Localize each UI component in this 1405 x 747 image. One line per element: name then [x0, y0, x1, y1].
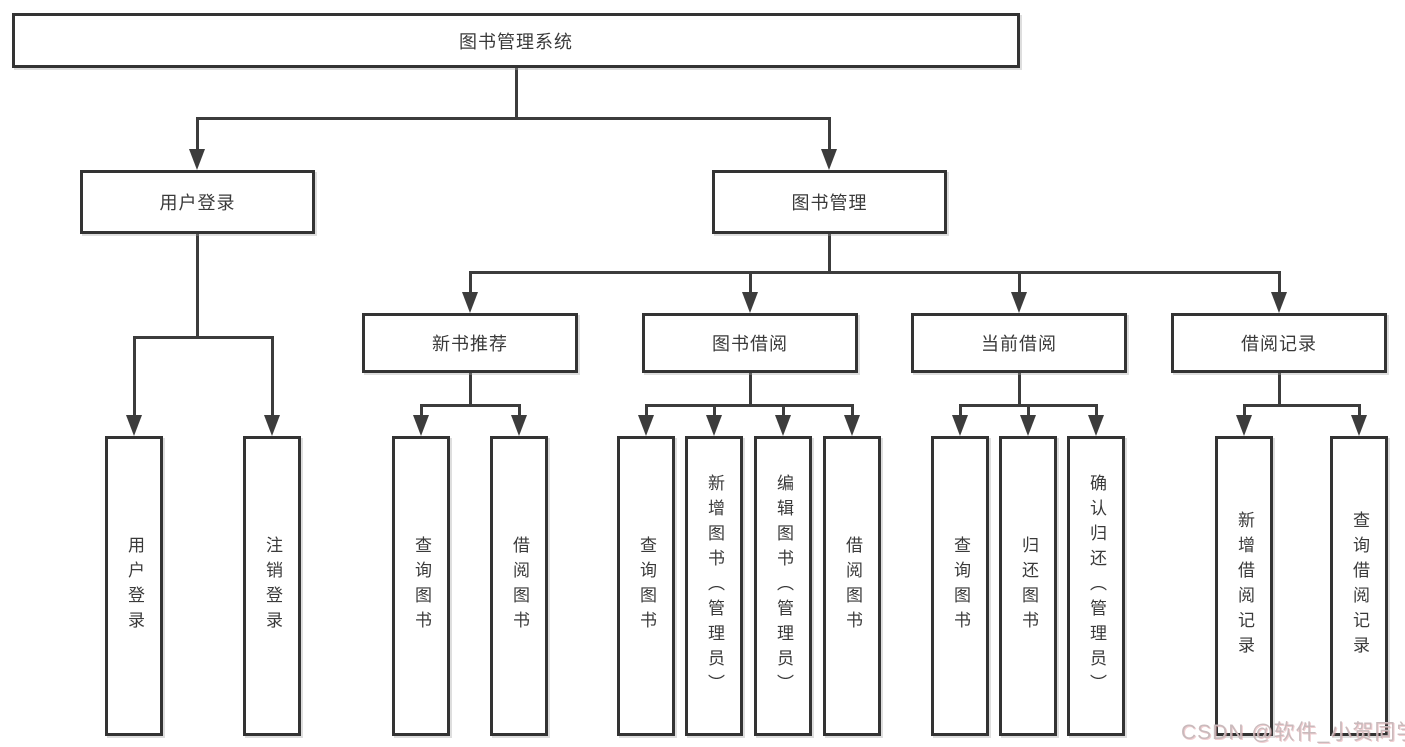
node-book-management: 图书管理 [712, 170, 947, 234]
node-borrowing-records: 借阅记录 [1171, 313, 1387, 373]
node-current-borrowing: 当前借阅 [911, 313, 1127, 373]
arrowhead-icon [1271, 292, 1287, 313]
node-borrow-books-leaf: 借阅图书 [823, 436, 881, 736]
connector-drop-leaf [133, 336, 136, 416]
arrowhead-icon [462, 292, 478, 313]
connector-book-management-split [469, 271, 1280, 274]
connector-drop-leaf [645, 404, 648, 416]
arrowhead-icon [706, 415, 722, 436]
node-new-book-recommendation: 新书推荐 [362, 313, 578, 373]
node-user-login-leaf: 用户登录 [105, 436, 163, 736]
arrowhead-icon [844, 415, 860, 436]
connector-drop-leaf [959, 404, 962, 416]
arrowhead-icon [638, 415, 654, 436]
node-logout-login: 注销登录 [243, 436, 301, 736]
connector-drop-leaf [713, 404, 716, 416]
node-edit-books-admin: 编辑图书（管理员） [754, 436, 812, 736]
arrowhead-icon [742, 292, 758, 313]
arrowhead-icon [264, 415, 280, 436]
connector-stem [1278, 373, 1281, 406]
connector-stem [749, 373, 752, 406]
arrowhead-icon [1088, 415, 1104, 436]
connector-drop-leaf [851, 404, 854, 416]
arrowhead-icon [189, 149, 205, 170]
connector-drop-leaf [782, 404, 785, 416]
connector-drop-l2 [469, 271, 472, 293]
arrowhead-icon [126, 415, 142, 436]
node-query-books-recommend: 查询图书 [392, 436, 450, 736]
arrowhead-icon [1236, 415, 1252, 436]
connector-book-management-stem [828, 234, 831, 274]
node-query-books-borrowing: 查询图书 [617, 436, 675, 736]
node-book-borrowing: 图书借阅 [642, 313, 858, 373]
connector-user-login-split [133, 336, 273, 339]
node-user-login: 用户登录 [80, 170, 315, 234]
connector-stem [1018, 373, 1021, 406]
csdn-watermark: CSDN @软件_小贺同学 [1181, 721, 1405, 744]
connector-drop-l2 [1278, 271, 1281, 293]
connector-root-split [196, 117, 831, 120]
connector-stem [469, 373, 472, 406]
node-query-books-current: 查询图书 [931, 436, 989, 736]
arrowhead-icon [1011, 292, 1027, 313]
connector-drop-leaf [420, 404, 423, 416]
connector-drop-leaf [271, 336, 274, 416]
connector-drop-leaf [1243, 404, 1246, 416]
node-library-management-system: 图书管理系统 [12, 13, 1020, 68]
connector-user-login-stem [196, 234, 199, 338]
arrowhead-icon [413, 415, 429, 436]
node-borrow-books-recommend: 借阅图书 [490, 436, 548, 736]
arrowhead-icon [511, 415, 527, 436]
connector-drop-leaf [1358, 404, 1361, 416]
arrowhead-icon [952, 415, 968, 436]
connector-root-stem [515, 68, 518, 119]
node-query-borrow-record: 查询借阅记录 [1330, 436, 1388, 736]
node-return-books: 归还图书 [999, 436, 1057, 736]
connector-drop-book-management [828, 117, 831, 151]
connector-split [645, 404, 853, 407]
connector-split [420, 404, 520, 407]
arrowhead-icon [775, 415, 791, 436]
arrowhead-icon [1351, 415, 1367, 436]
node-add-books-admin: 新增图书（管理员） [685, 436, 743, 736]
node-add-borrow-record: 新增借阅记录 [1215, 436, 1273, 736]
connector-split [1243, 404, 1360, 407]
connector-drop-leaf [518, 404, 521, 416]
connector-drop-leaf [1095, 404, 1098, 416]
connector-drop-l2 [1018, 271, 1021, 293]
connector-drop-user-login [196, 117, 199, 151]
connector-drop-leaf [1027, 404, 1030, 416]
arrowhead-icon [1020, 415, 1036, 436]
connector-drop-l2 [749, 271, 752, 293]
arrowhead-icon [821, 149, 837, 170]
node-confirm-return-admin: 确认归还（管理员） [1067, 436, 1125, 736]
